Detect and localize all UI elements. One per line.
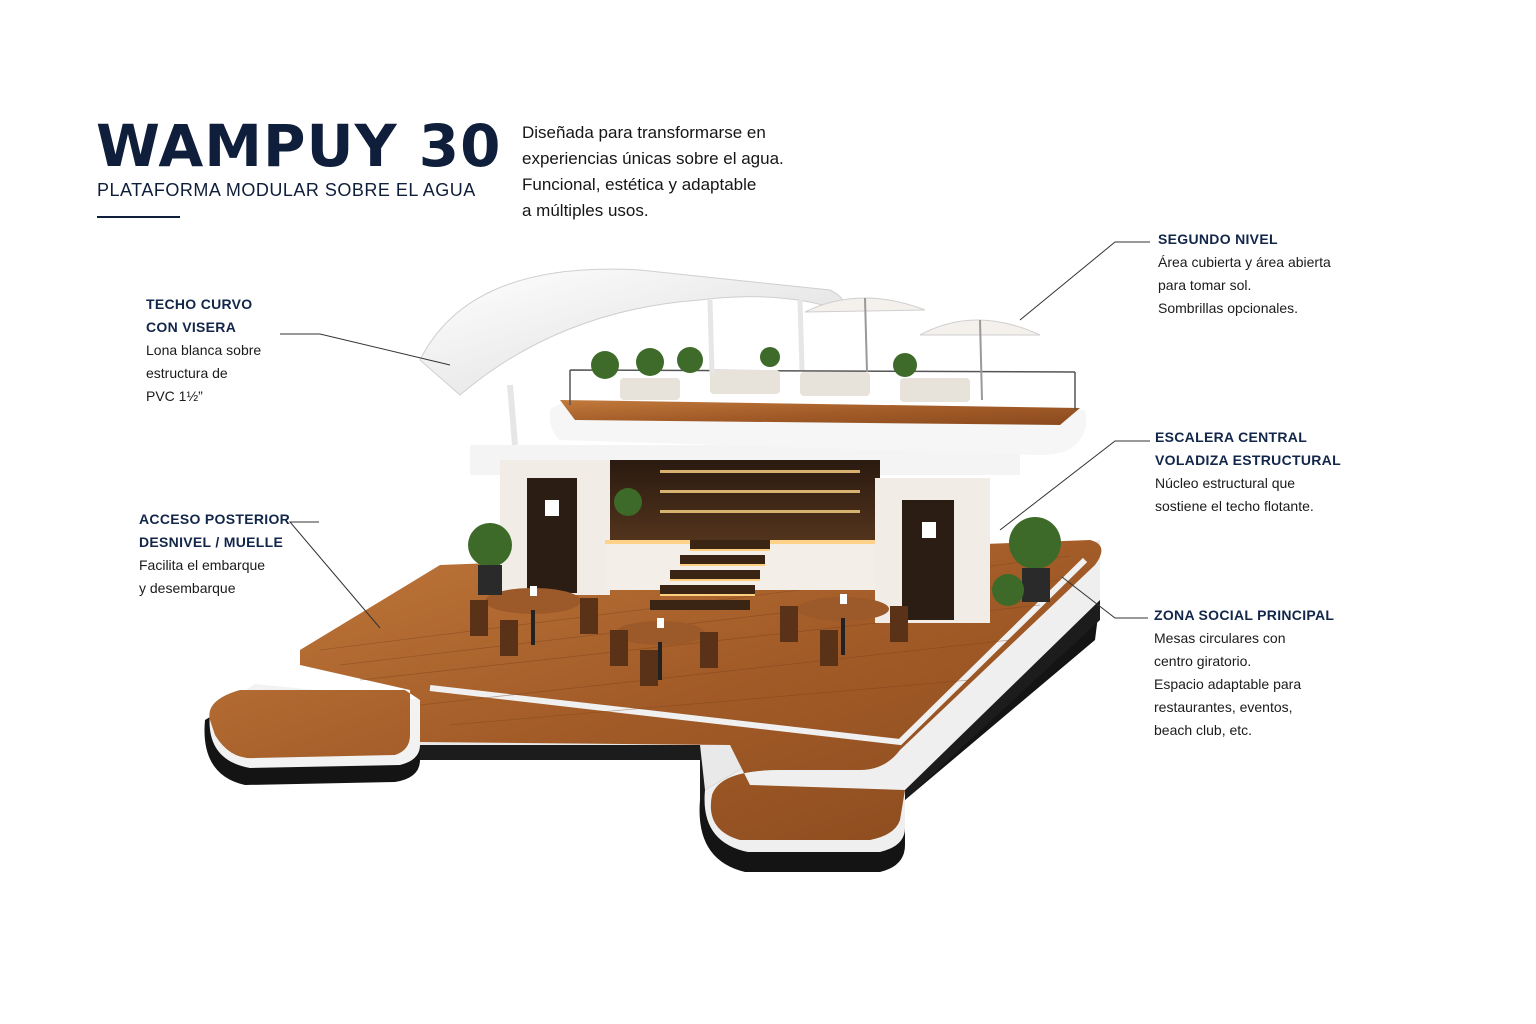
callout-escalera-central: ESCALERA CENTRAL VOLADIZA ESTRUCTURAL Nú… [1155, 426, 1341, 518]
callout-segundo-nivel: SEGUNDO NIVEL Área cubierta y área abier… [1158, 228, 1331, 320]
intro-line: Diseñada para transformarse en [522, 123, 766, 142]
callout-heading: ZONA SOCIAL PRINCIPAL [1154, 607, 1335, 623]
callout-acceso-posterior: ACCESO POSTERIOR DESNIVEL / MUELLE Facil… [139, 508, 290, 600]
upper-deck [549, 347, 1087, 455]
callout-text: Núcleo estructural que [1155, 475, 1296, 491]
callout-text: Sombrillas opcionales. [1158, 300, 1299, 316]
lounge-sofas [620, 370, 970, 402]
callout-heading: ACCESO POSTERIOR [139, 511, 291, 527]
callout-text: Facilita el embarque [139, 557, 266, 573]
callout-text: y desembarque [139, 580, 236, 596]
callout-text: PVC 1½” [146, 388, 203, 404]
callout-text: centro giratorio. [1154, 653, 1252, 669]
callout-text: para tomar sol. [1158, 277, 1252, 293]
callout-text: sostiene el techo flotante. [1155, 498, 1314, 514]
callout-text: estructura de [146, 365, 228, 381]
callout-text: Lona blanca sobre [146, 342, 262, 358]
page-title: WAMPUY 30 [96, 112, 502, 180]
callout-heading: CON VISERA [146, 319, 237, 335]
callout-zona-social: ZONA SOCIAL PRINCIPAL Mesas circulares c… [1154, 604, 1334, 742]
umbrellas [804, 297, 1041, 401]
callout-heading: DESNIVEL / MUELLE [139, 534, 284, 550]
callout-heading: ESCALERA CENTRAL [1155, 429, 1308, 445]
callout-text: beach club, etc. [1154, 722, 1253, 738]
callout-text: Mesas circulares con [1154, 630, 1286, 646]
planters [591, 347, 917, 379]
staircase [650, 540, 770, 610]
palms [468, 488, 1061, 606]
page-subtitle: PLATAFORMA MODULAR SOBRE EL AGUA [97, 180, 476, 200]
callout-text: Espacio adaptable para [1154, 676, 1302, 692]
ground-floor [470, 445, 1020, 623]
callout-heading: TECHO CURVO [146, 296, 253, 312]
title-underline [97, 216, 180, 218]
callout-techo-curvo: TECHO CURVO CON VISERA Lona blanca sobre… [146, 293, 261, 408]
intro-text: Diseñada para transformarse en experienc… [522, 120, 822, 224]
intro-line: experiencias únicas sobre el agua. [522, 149, 784, 168]
intro-line: a múltiples usos. [522, 201, 649, 220]
dining-tables [470, 586, 908, 686]
callout-heading: SEGUNDO NIVEL [1158, 231, 1278, 247]
callout-heading: VOLADIZA ESTRUCTURAL [1155, 452, 1341, 468]
callout-text: Área cubierta y área abierta [1158, 254, 1331, 270]
callout-text: restaurantes, eventos, [1154, 699, 1293, 715]
leader-lines [280, 241, 1150, 629]
intro-line: Funcional, estética y adaptable [522, 175, 757, 194]
